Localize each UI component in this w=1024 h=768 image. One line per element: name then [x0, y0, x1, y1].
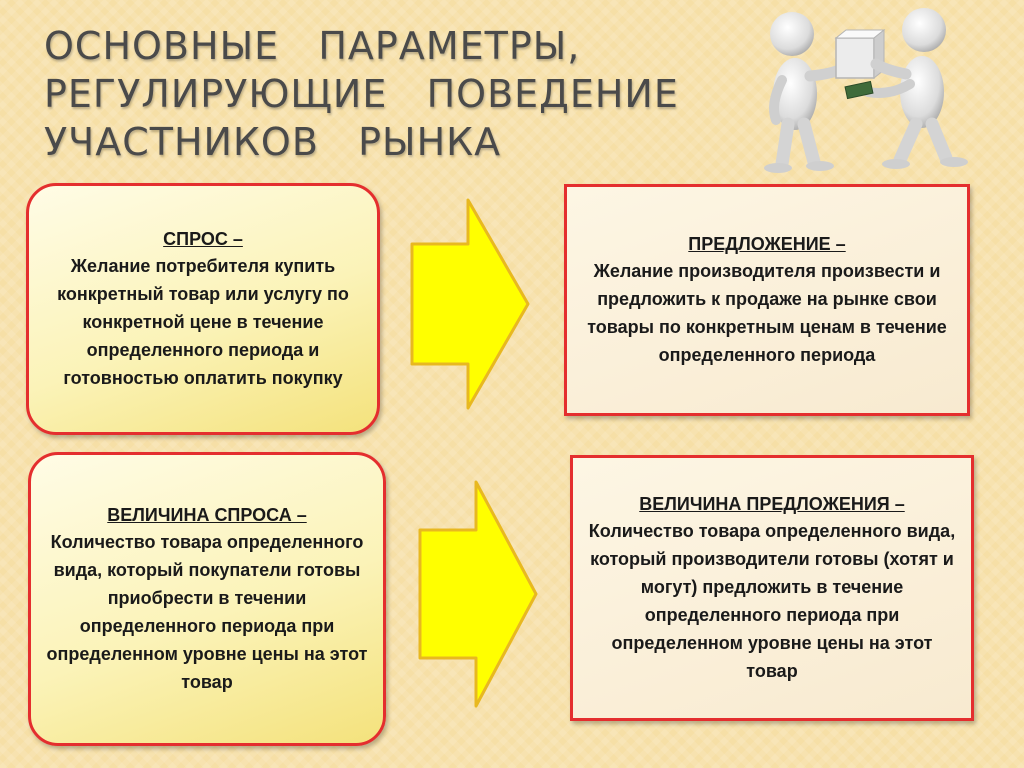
slide-title: ОСНОВНЫЕ ПАРАМЕТРЫ, РЕГУЛИРУЮЩИЕ ПОВЕДЕН…: [44, 22, 684, 166]
demand-text: Желание потребителя купить конкретный то…: [57, 256, 349, 388]
quantity-supplied-box: ВЕЛИЧИНА ПРЕДЛОЖЕНИЯ – Количество товара…: [570, 455, 974, 721]
supply-text: Желание производителя произвести и предл…: [587, 261, 947, 365]
quantity-supplied-text: Количество товара определенного вида, ко…: [588, 521, 956, 681]
quantity-demanded-box: ВЕЛИЧИНА СПРОСА – Количество товара опре…: [28, 452, 386, 746]
right-arrow-icon: [418, 480, 538, 708]
demand-heading: СПРОС –: [163, 229, 243, 249]
supply-heading: ПРЕДЛОЖЕНИЕ –: [688, 234, 846, 254]
title-line-3: УЧАСТНИКОВ РЫНКА: [44, 120, 502, 164]
two-figures-exchange-icon: [764, 8, 968, 173]
supply-box: ПРЕДЛОЖЕНИЕ – Желание производителя прои…: [564, 184, 970, 416]
quantity-demanded-heading: ВЕЛИЧИНА СПРОСА –: [107, 505, 307, 525]
demand-box: СПРОС – Желание потребителя купить конкр…: [26, 183, 380, 435]
title-line-1: ОСНОВНЫЕ ПАРАМЕТРЫ,: [44, 24, 581, 68]
title-line-2: РЕГУЛИРУЮЩИЕ ПОВЕДЕНИЕ: [44, 72, 679, 116]
quantity-supplied-heading: ВЕЛИЧИНА ПРЕДЛОЖЕНИЯ –: [639, 494, 905, 514]
quantity-demanded-text: Количество товара определенного вида, ко…: [46, 532, 368, 692]
right-arrow-icon: [410, 198, 530, 410]
